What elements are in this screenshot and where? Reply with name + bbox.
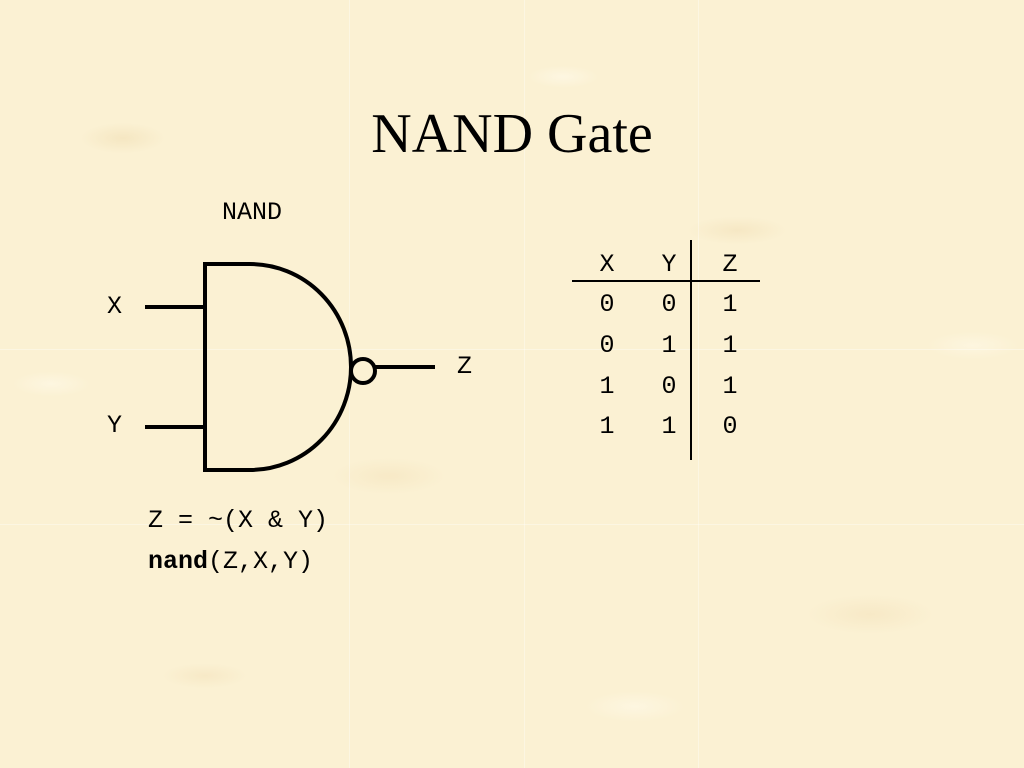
gate-name-label: NAND bbox=[222, 198, 283, 227]
input-y-label: Y bbox=[107, 411, 123, 440]
background-seam bbox=[0, 524, 1024, 525]
truth-table-cell: 0 bbox=[599, 290, 615, 319]
gate-instantiation: nand(Z,X,Y) bbox=[148, 547, 313, 577]
background-seam bbox=[524, 0, 525, 768]
nand-keyword: nand bbox=[148, 547, 209, 576]
truth-table-divider bbox=[690, 240, 692, 460]
background-seam bbox=[0, 349, 1024, 350]
output-z-label: Z bbox=[457, 352, 473, 381]
truth-table-header: Z bbox=[722, 250, 738, 279]
input-x-label: X bbox=[107, 292, 123, 321]
truth-table-cell: 1 bbox=[661, 331, 677, 360]
truth-table-cell: 0 bbox=[722, 412, 738, 441]
background-seam bbox=[698, 0, 699, 768]
truth-table-cell: 0 bbox=[599, 331, 615, 360]
truth-table-cell: 1 bbox=[722, 290, 738, 319]
nand-gate-body bbox=[203, 262, 353, 472]
slide-title: NAND Gate bbox=[371, 103, 653, 165]
truth-table-cell: 0 bbox=[661, 372, 677, 401]
truth-table-cell: 0 bbox=[661, 290, 677, 319]
truth-table-header-rule bbox=[572, 280, 760, 282]
inversion-bubble bbox=[349, 357, 377, 385]
truth-table-cell: 1 bbox=[722, 372, 738, 401]
truth-table-header: X bbox=[599, 250, 615, 279]
truth-table-cell: 1 bbox=[599, 372, 615, 401]
truth-table-cell: 1 bbox=[661, 412, 677, 441]
boolean-expression: Z = ~(X & Y) bbox=[148, 506, 329, 535]
truth-table-cell: 1 bbox=[722, 331, 738, 360]
nand-arguments: (Z,X,Y) bbox=[208, 547, 314, 576]
truth-table-cell: 1 bbox=[599, 412, 615, 441]
truth-table-header: Y bbox=[661, 250, 677, 279]
